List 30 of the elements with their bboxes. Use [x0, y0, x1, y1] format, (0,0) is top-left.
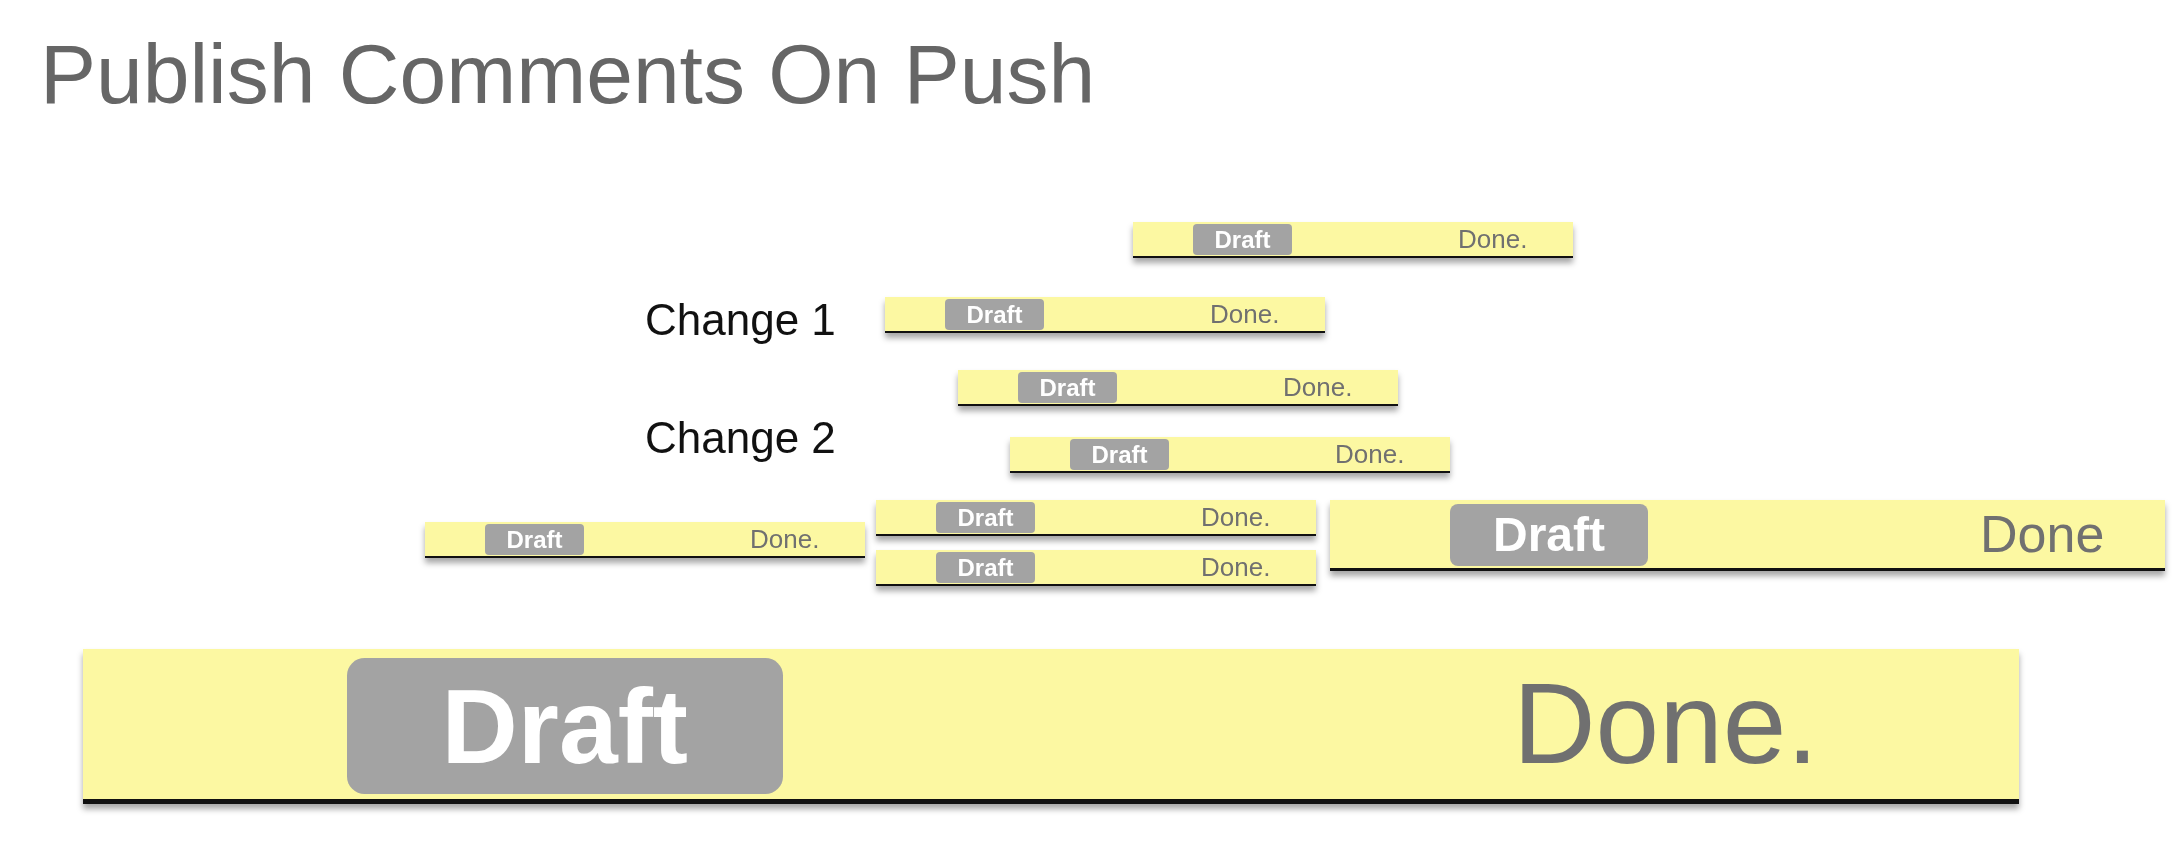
done-label: Done.	[1335, 438, 1405, 471]
comment-bar	[958, 370, 1398, 406]
comment-bar	[876, 500, 1316, 536]
row-label: Change 2	[645, 414, 836, 463]
done-label: Done.	[1201, 501, 1271, 534]
status-badge: Draft	[936, 552, 1035, 583]
done-label: Done.	[1458, 223, 1528, 256]
status-badge: Draft	[1018, 372, 1117, 403]
comment-bar	[1330, 500, 2165, 571]
comment-bar	[876, 550, 1316, 586]
comment-bar	[425, 522, 865, 558]
status-badge: Draft	[945, 299, 1044, 330]
status-badge: Draft	[936, 502, 1035, 533]
comment-bar	[83, 649, 2019, 804]
comment-bar	[1010, 437, 1450, 473]
status-badge: Draft	[1070, 439, 1169, 470]
done-label: Done	[1980, 504, 2105, 565]
comment-bar	[885, 297, 1325, 333]
done-label: Done.	[1210, 298, 1280, 331]
status-badge: Draft	[1450, 504, 1648, 566]
done-label: Done.	[1513, 658, 1819, 789]
status-badge: Draft	[485, 524, 584, 555]
done-label: Done.	[1201, 551, 1271, 584]
slide-title: Publish Comments On Push	[40, 28, 1096, 121]
status-badge: Draft	[1193, 224, 1292, 255]
row-label: Change 1	[645, 296, 836, 345]
done-label: Done.	[1283, 371, 1353, 404]
done-label: Done.	[750, 523, 820, 556]
comment-bar	[1133, 222, 1573, 258]
status-badge: Draft	[347, 657, 783, 795]
